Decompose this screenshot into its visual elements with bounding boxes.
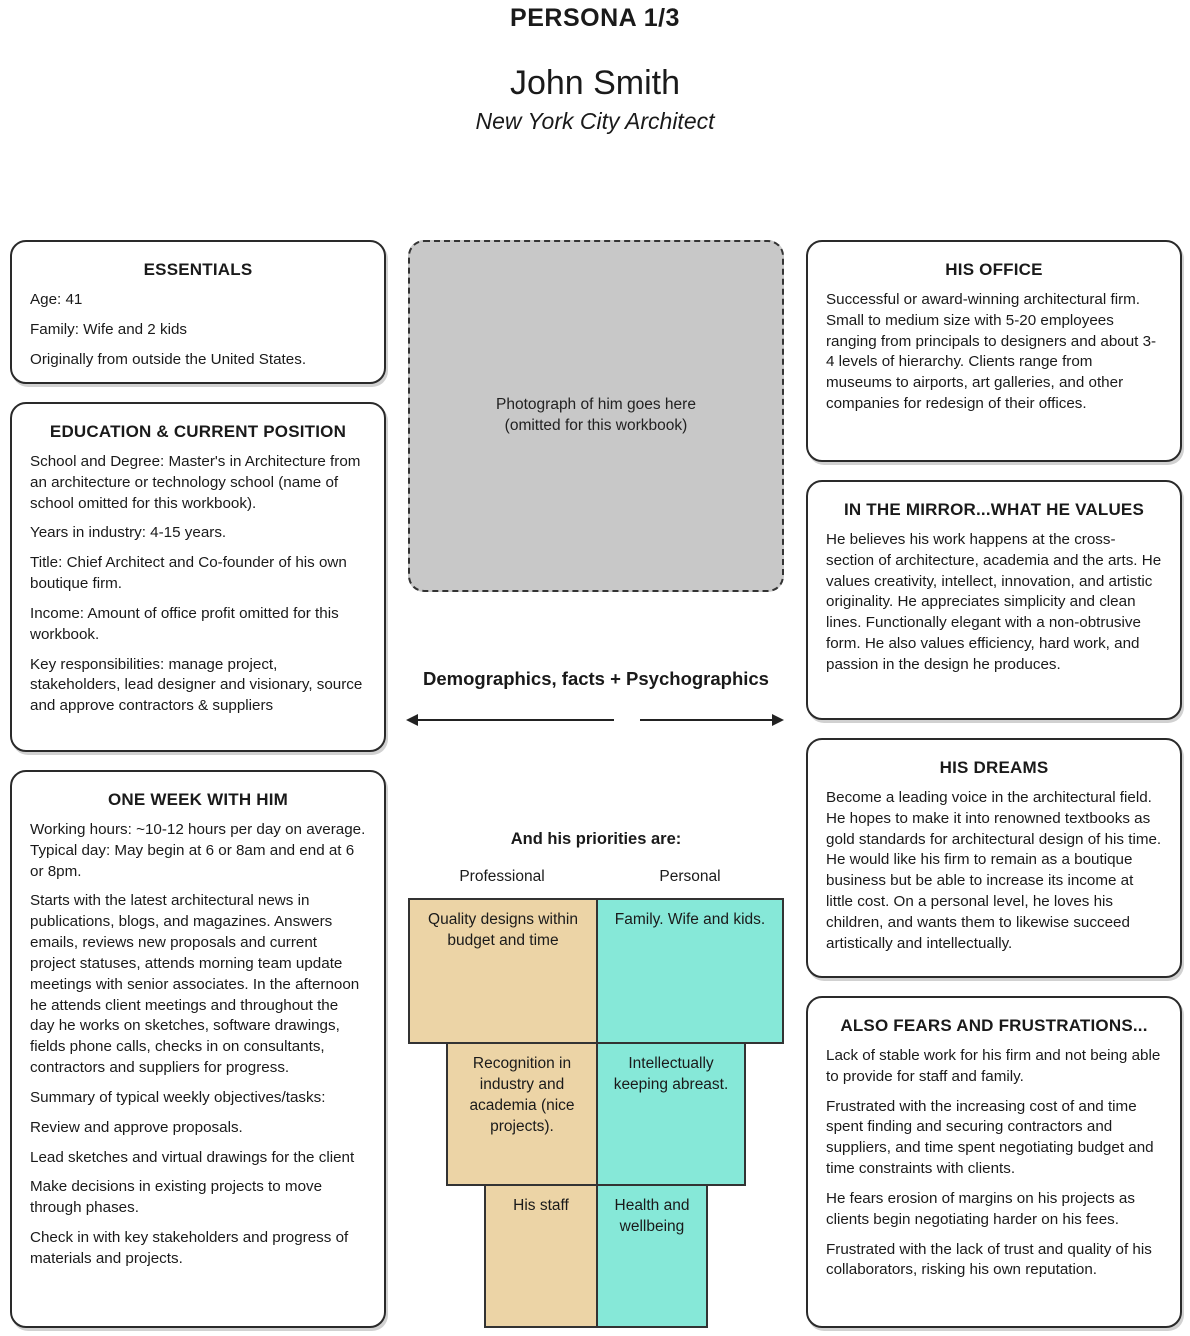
essentials-heading: ESSENTIALS	[143, 260, 253, 279]
week-paragraph: Summary of typical weekly objectives/tas…	[30, 1088, 326, 1106]
priority-professional-tier: Recognition in industry and academia (ni…	[446, 1042, 598, 1186]
week-heading: ONE WEEK WITH HIM	[108, 790, 288, 809]
education-paragraph: School and Degree: Master's in Architect…	[30, 453, 361, 512]
essentials-line: Originally from outside the United State…	[30, 350, 307, 368]
photo-placeholder: Photograph of him goes here (omitted for…	[408, 240, 784, 592]
values-card: IN THE MIRROR...WHAT HE VALUES He believ…	[806, 480, 1182, 720]
week-paragraph: Check in with key stakeholders and progr…	[30, 1229, 349, 1267]
fears-paragraph: He fears erosion of margins on his proje…	[826, 1189, 1135, 1228]
fears-paragraph: Lack of stable work for his firm and not…	[826, 1047, 1161, 1085]
essentials-line: Age: 41	[30, 291, 83, 308]
education-paragraph: Years in industry: 4-15 years.	[30, 524, 227, 542]
values-heading: IN THE MIRROR...WHAT HE VALUES	[843, 500, 1145, 519]
education-heading: EDUCATION & CURRENT POSITION	[49, 422, 347, 441]
double-arrow-icon	[406, 714, 784, 726]
office-heading: HIS OFFICE	[945, 260, 1043, 279]
week-paragraph: Working hours: ~10-12 hours per day on a…	[30, 821, 366, 880]
fears-paragraph: Frustrated with the lack of trust and qu…	[826, 1240, 1152, 1279]
education-paragraph: Title: Chief Architect and Co-founder of…	[30, 554, 347, 593]
photo-caption: Photograph of him goes here	[496, 396, 696, 414]
week-paragraph: Review and approve proposals.	[30, 1118, 243, 1136]
education-paragraph: Key responsibilities: manage project, st…	[30, 655, 363, 715]
photo-note: (omitted for this workbook)	[504, 417, 688, 434]
professional-label: Professional	[459, 868, 545, 885]
week-paragraph: Lead sketches and virtual drawings for t…	[30, 1148, 355, 1166]
priority-professional-tier: Quality designs within budget and time	[408, 898, 598, 1044]
personal-label: Personal	[659, 868, 721, 885]
priorities-title: And his priorities are:	[510, 830, 682, 848]
persona-name: John Smith	[509, 64, 681, 102]
essentials-line: Family: Wife and 2 kids	[30, 320, 187, 338]
page-title: PERSONA 1/3	[510, 4, 680, 32]
week-paragraph: Make decisions in existing projects to m…	[30, 1178, 323, 1217]
dreams-paragraph: Become a leading voice in the architectu…	[826, 789, 1162, 952]
persona-role: New York City Architect	[475, 108, 715, 134]
priority-personal-tier: Family. Wife and kids.	[596, 898, 784, 1044]
fears-card: ALSO FEARS AND FRUSTRATIONS... Lack of s…	[806, 996, 1182, 1328]
education-paragraph: Income: Amount of office profit omitted …	[30, 604, 339, 643]
priority-professional-tier: His staff	[484, 1184, 598, 1328]
dreams-heading: HIS DREAMS	[939, 758, 1049, 777]
dreams-card: HIS DREAMS Become a leading voice in the…	[806, 738, 1182, 978]
priority-personal-tier: Intellectually keeping abreast.	[596, 1042, 746, 1186]
fears-paragraph: Frustrated with the increasing cost of a…	[826, 1097, 1154, 1178]
values-paragraph: He believes his work happens at the cros…	[826, 531, 1162, 673]
week-card: ONE WEEK WITH HIM Working hours: ~10-12 …	[10, 770, 386, 1328]
education-card: EDUCATION & CURRENT POSITION School and …	[10, 402, 386, 752]
office-card: HIS OFFICE Successful or award-winning a…	[806, 240, 1182, 462]
demographics-label: Demographics, facts + Psychographics	[423, 668, 769, 689]
week-paragraph: Starts with the latest architectural new…	[30, 892, 360, 1077]
priority-personal-tier: Health and wellbeing	[596, 1184, 708, 1328]
fears-heading: ALSO FEARS AND FRUSTRATIONS...	[840, 1016, 1148, 1035]
office-paragraph: Successful or award-winning architectura…	[826, 291, 1157, 413]
essentials-card: ESSENTIALS Age: 41 Family: Wife and 2 ki…	[10, 240, 386, 384]
